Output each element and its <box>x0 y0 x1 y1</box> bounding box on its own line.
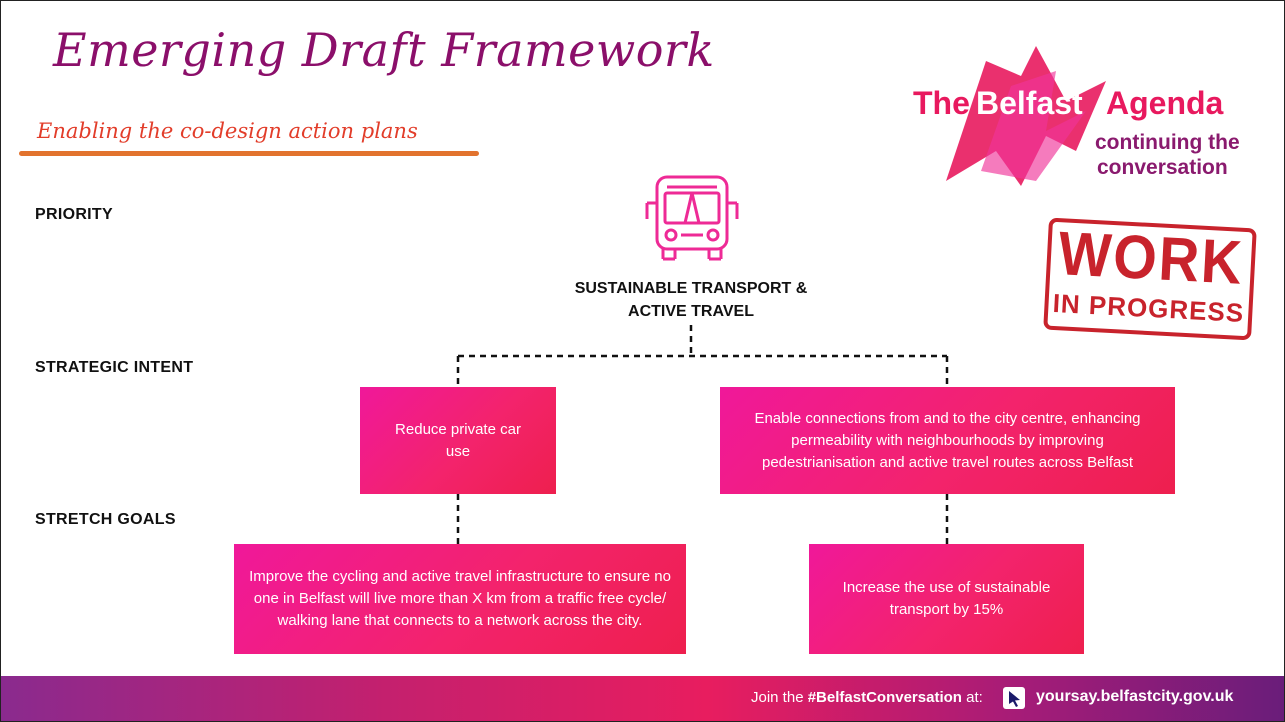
strategic-intent-text-1: Reduce private car use <box>395 420 521 460</box>
logo-tagline-line1: continuing the <box>1095 131 1240 154</box>
logo-burst-graphic <box>946 46 1106 186</box>
stretch-goal-text-1: Improve the cycling and active travel in… <box>249 568 671 629</box>
footer-bar: Join the #BelfastConversation at: yoursa… <box>1 676 1284 721</box>
footer-suffix: at: <box>961 689 983 706</box>
page-title: Emerging Draft Framework <box>53 23 715 77</box>
logo-agenda: Agenda <box>1106 85 1224 121</box>
label-priority: PRIORITY <box>35 206 113 223</box>
cursor-icon <box>1003 687 1025 709</box>
footer-prefix: Join the <box>751 689 808 706</box>
stretch-goal-text-2: Increase the use of sustainable transpor… <box>842 579 1051 618</box>
label-strategic-intent: STRATEGIC INTENT <box>35 359 194 376</box>
logo-belfast: Belfast <box>976 85 1083 121</box>
bus-icon <box>645 175 739 261</box>
stretch-goal-box-1: Improve the cycling and active travel in… <box>234 544 686 654</box>
priority-name-line1: SUSTAINABLE TRANSPORT & <box>574 280 808 297</box>
footer-join-text: Join the #BelfastConversation at: <box>751 689 983 706</box>
priority-name: SUSTAINABLE TRANSPORT & ACTIVE TRAVEL <box>521 277 861 323</box>
strategic-intent-box-2: Enable connections from and to the city … <box>720 387 1175 494</box>
stretch-goal-box-2: Increase the use of sustainable transpor… <box>809 544 1084 654</box>
subtitle-underline <box>19 151 479 156</box>
label-stretch-goals: STRETCH GOALS <box>35 511 176 528</box>
strategic-intent-box-1: Reduce private car use <box>360 387 556 494</box>
footer-url[interactable]: yoursay.belfastcity.gov.uk <box>1036 688 1234 705</box>
logo-tagline-line2: conversation <box>1097 156 1228 179</box>
logo-the: The <box>913 85 970 121</box>
footer-hashtag: #BelfastConversation <box>807 689 962 706</box>
strategic-intent-text-2: Enable connections from and to the city … <box>754 409 1141 471</box>
page-subtitle: Enabling the co-design action plans <box>37 119 418 143</box>
priority-name-line2: ACTIVE TRAVEL <box>628 303 754 320</box>
